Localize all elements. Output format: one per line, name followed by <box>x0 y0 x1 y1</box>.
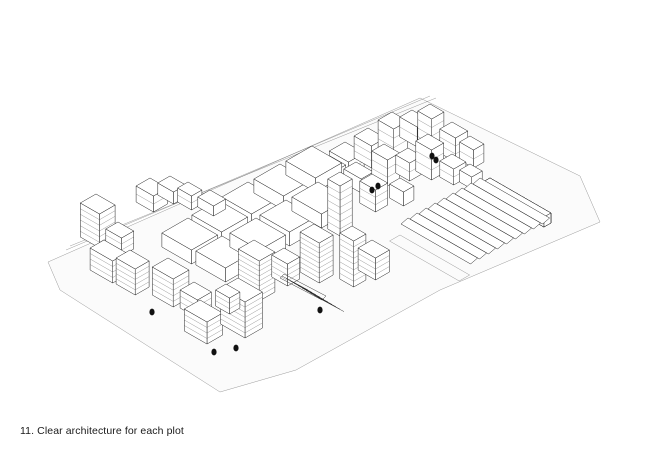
south-building-6 <box>215 283 241 315</box>
west-building-7 <box>197 189 227 217</box>
trees <box>149 152 439 356</box>
tree-3 <box>433 156 439 164</box>
railway-shed <box>389 177 552 282</box>
tree-5 <box>233 344 239 352</box>
ne-building-10 <box>395 147 423 182</box>
south-building-2 <box>271 247 301 287</box>
west-residential-blocks <box>79 175 227 345</box>
tower-east <box>327 171 353 237</box>
ne-building-9 <box>371 143 401 187</box>
tree-7 <box>211 348 217 356</box>
bridge-frame <box>279 273 345 312</box>
tree-0 <box>369 186 375 194</box>
tree-4 <box>149 308 155 316</box>
ne-building-11 <box>415 133 445 181</box>
tree-1 <box>375 182 381 190</box>
south-building-5 <box>357 239 390 281</box>
south-building-3 <box>299 223 334 284</box>
tree-6 <box>317 306 323 314</box>
west-building-10 <box>183 299 224 345</box>
ne-building-13 <box>459 163 483 190</box>
figure-caption: 11. Clear architecture for each plot <box>20 425 184 437</box>
ne-building-15 <box>389 177 415 207</box>
south-plot-buildings <box>215 223 390 339</box>
west-building-3 <box>115 249 150 296</box>
west-building-8 <box>151 257 190 308</box>
tree-2 <box>429 152 435 160</box>
west-building-0 <box>79 193 116 249</box>
